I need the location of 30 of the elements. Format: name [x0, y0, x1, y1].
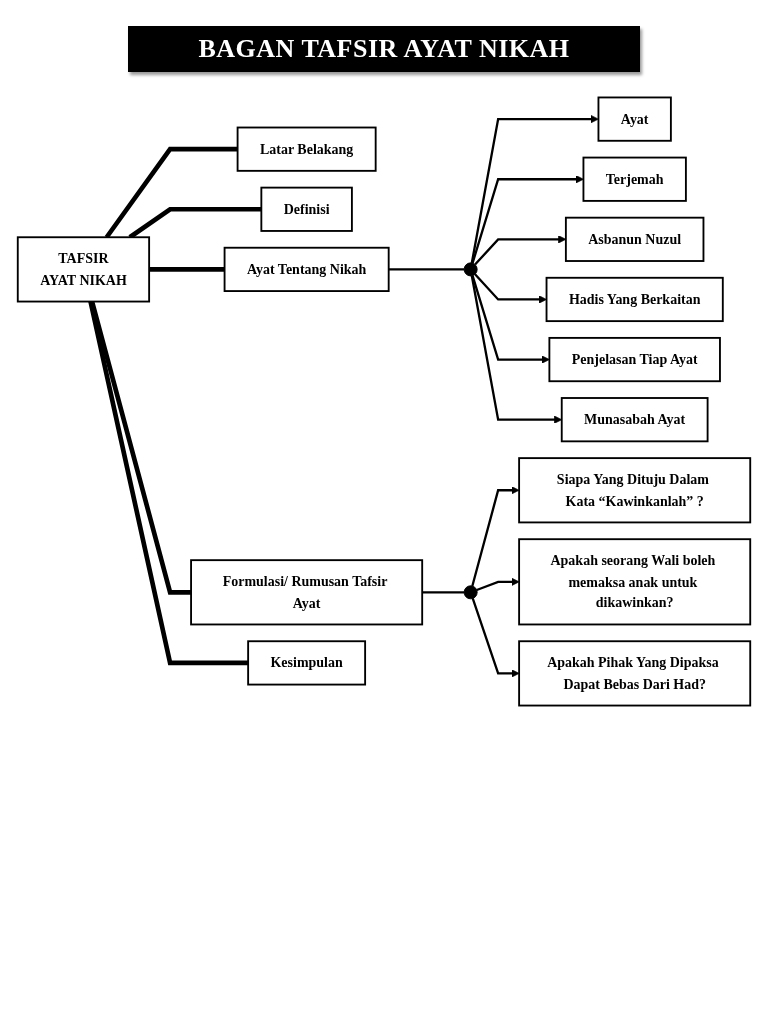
node-box: Hadis Yang Berkaitan — [545, 276, 724, 323]
connector — [388, 268, 465, 271]
node-box: Apakah seorang Wali boleh memaksa anak untuk dikawinkan? — [518, 538, 752, 626]
node-box: Siapa Yang Dituju Dalam Kata “Kawinkanlah” ? — [518, 457, 752, 524]
node-box: Ayat Tentang Nikah — [223, 246, 390, 292]
node-box: TAFSIR AYAT NIKAH — [16, 236, 151, 303]
connector — [88, 301, 249, 666]
arrow — [471, 486, 520, 587]
arrow — [471, 175, 584, 264]
node-box: Munasabah Ayat — [560, 397, 709, 443]
connector — [422, 591, 465, 594]
node-box: Asbanun Nuzul — [564, 216, 705, 262]
node-box: Formulasi/ Rumusan Tafsir Ayat — [190, 559, 424, 626]
node-box: Apakah Pihak Yang Dipaksa Dapat Bebas Dari Had? — [518, 640, 752, 707]
node-box: Definisi — [260, 186, 353, 232]
node-box: Penjelasan Tiap Ayat — [548, 336, 721, 383]
arrow — [471, 275, 550, 364]
arrow — [474, 273, 547, 304]
arrow — [470, 115, 599, 264]
node-box: Ayat — [597, 96, 672, 142]
title-banner: BAGAN TAFSIR AYAT NIKAH — [128, 26, 640, 72]
node-box: Kesimpulan — [247, 640, 367, 686]
node-box: Terjemah — [582, 156, 687, 202]
node-circle — [463, 262, 478, 277]
connector — [149, 267, 225, 272]
node-box: Latar Belakang — [236, 126, 377, 172]
arrow — [476, 577, 520, 592]
node-circle — [463, 585, 478, 600]
connector — [104, 146, 238, 239]
arrow — [471, 598, 520, 678]
